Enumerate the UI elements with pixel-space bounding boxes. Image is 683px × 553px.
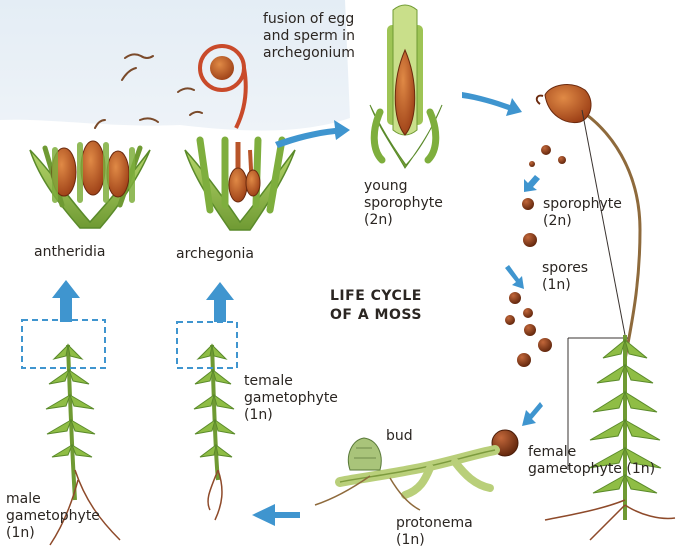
label-fusion-line-1: fusion of egg [263,11,355,28]
title-line-2: OF A MOSS [330,306,422,325]
label-bud: bud [386,428,413,445]
label-female-left-line-2: gametophyte [244,390,338,407]
label-spores: spores (1n) [542,260,588,294]
arrow-up-male [52,280,80,322]
diagram-title: LIFE CYCLE OF A MOSS [330,287,422,325]
label-male-line-1: male [6,491,100,508]
label-male-line-3: (1n) [6,525,100,542]
young-sporophyte-illustration [370,5,442,168]
female-focus-box [177,322,237,368]
arrow-to-protonema [522,402,543,426]
label-female-right-line-2: gametophyte (1n) [528,461,655,478]
label-male-gametophyte: male gametophyte (1n) [6,491,100,542]
label-young-sporophyte-line-2: sporophyte [364,195,443,212]
label-female-left-line-3: (1n) [244,407,338,424]
male-focus-box [22,320,105,368]
label-antheridia: antheridia [34,244,105,261]
label-spores-line-2: (1n) [542,277,588,294]
arrow-up-female [206,282,234,322]
label-young-sporophyte-line-3: (2n) [364,212,443,229]
label-archegonia: archegonia [176,246,254,263]
label-young-sporophyte-line-1: young [364,178,443,195]
antheridia-cluster [30,141,150,228]
label-young-sporophyte: young sporophyte (2n) [364,178,443,229]
label-female-gametophyte-left: temale gametophyte (1n) [244,373,338,424]
label-protonema: protonema (1n) [396,515,473,549]
archegonia-cluster [185,140,295,230]
label-male-line-2: gametophyte [6,508,100,525]
arrow-to-sporophyte [462,92,522,116]
female-gametophyte-left-illustration [194,345,235,520]
label-protonema-line-2: (1n) [396,532,473,549]
arrow-spores-1 [524,175,540,192]
label-fusion-line-2: and sperm in [263,28,355,45]
label-fusion-line-3: archegonium [263,45,355,62]
title-line-1: LIFE CYCLE [330,287,422,306]
protonema-illustration [315,430,518,510]
label-female-gametophyte-right: female gametophyte (1n) [528,444,655,478]
label-sporophyte-line-1: sporophyte [543,196,622,213]
arrow-spores-2 [505,265,524,289]
label-female-right-line-1: female [528,444,655,461]
label-protonema-line-1: protonema [396,515,473,532]
label-fusion: fusion of egg and sperm in archegonium [263,11,355,62]
arrow-to-male [252,504,300,526]
label-female-left-line-1: temale [244,373,338,390]
label-spores-line-1: spores [542,260,588,277]
female-gametophyte-right-illustration [545,335,675,540]
label-sporophyte: sporophyte (2n) [543,196,622,230]
label-sporophyte-line-2: (2n) [543,213,622,230]
